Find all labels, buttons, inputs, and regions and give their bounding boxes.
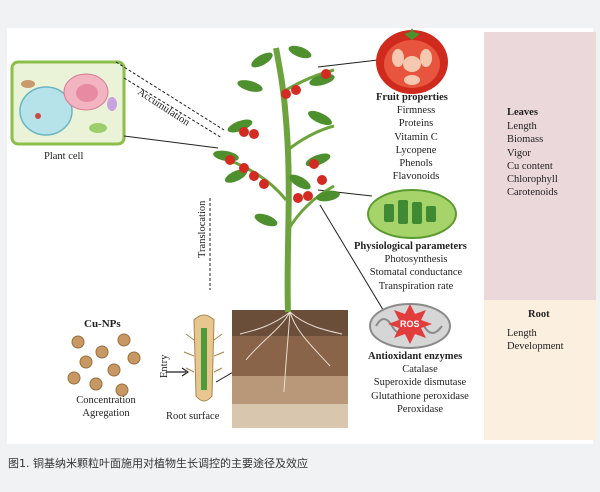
- fruit-properties-list: Firmness Proteins Vitamin C Lycopene Phe…: [376, 104, 456, 184]
- antioxidant-enzyme-item: Peroxidase: [396, 403, 444, 415]
- antioxidant-enzymes-list: Catalase Superoxide dismutase Glutathion…: [358, 363, 482, 416]
- leader-lines: [115, 59, 389, 383]
- physiological-parameters-list: Photosynthesis Stomatal conductance Tran…: [352, 253, 480, 293]
- mitochondrion-icon: [369, 303, 451, 349]
- ros-burst-icon: [388, 304, 432, 344]
- chloroplast-icon: [367, 189, 457, 239]
- ros-badge: ROS: [400, 319, 420, 329]
- root-surface-label: Root surface: [166, 411, 220, 422]
- antioxidant-enzyme-item: Glutathione peroxidase: [371, 390, 469, 402]
- leaves-panel: [484, 32, 596, 300]
- leaves-item: Chlorophyll: [507, 174, 558, 186]
- cu-nps-line: Agregation: [82, 408, 130, 420]
- antioxidant-enzyme-item: Superoxide dismutase: [373, 377, 467, 389]
- tomato-slice-icon: [376, 28, 448, 94]
- leaves-item: Biomass: [507, 134, 544, 146]
- figure-caption: 图1. 铜基纳米颗粒叶面施用对植物生长调控的主要途径及效应: [8, 457, 308, 470]
- antioxidant-enzymes-title: Antioxidant enzymes: [368, 351, 463, 362]
- tomato-plant: [213, 45, 340, 313]
- physiological-parameter-item: Photosynthesis: [384, 254, 448, 265]
- plant-cell-illustration: [10, 60, 126, 146]
- fruit-properties-title: Fruit properties: [376, 92, 448, 103]
- root-panel: [484, 300, 596, 440]
- physiological-parameter-item: Transpiration rate: [378, 280, 454, 292]
- fruit-property-item: Firmness: [396, 105, 436, 116]
- root-item: Length: [507, 328, 537, 339]
- leaves-list: Length Biomass Vigor Cu content Chloroph…: [507, 120, 558, 200]
- fruit-property-item: Vitamin C: [394, 131, 438, 143]
- cu-nps-title: Cu-NPs: [84, 318, 121, 330]
- plant-cell-label: Plant cell: [44, 151, 84, 162]
- leaves-item: Cu content: [507, 160, 553, 172]
- root-item: Development: [507, 341, 564, 353]
- cu-nanoparticles-icon: [67, 333, 141, 397]
- leaves-item: Vigor: [507, 147, 531, 159]
- antioxidant-enzyme-item: Catalase: [402, 364, 438, 375]
- cu-nps-line: Concentration: [76, 395, 136, 406]
- fruit-property-item: Flavonoids: [392, 171, 440, 183]
- physiological-parameters-title: Physiological parameters: [354, 241, 467, 252]
- soil-illustration: [232, 310, 348, 428]
- leaves-item: Carotenoids: [507, 187, 558, 199]
- physiological-parameter-item: Stomatal conductance: [369, 267, 463, 279]
- fruit-property-item: Lycopene: [395, 144, 437, 156]
- root-list: Length Development: [507, 327, 564, 354]
- leaves-item: Length: [507, 121, 537, 132]
- translocation-label: Translocation: [197, 200, 208, 258]
- root-title: Root: [528, 309, 550, 320]
- leaves-title: Leaves: [507, 107, 538, 118]
- fruit-property-item: Phenols: [399, 158, 433, 170]
- cu-nps-lines: Concentration Agregation: [64, 394, 148, 421]
- fruit-property-item: Proteins: [398, 118, 434, 130]
- root-closeup-illustration: [166, 314, 225, 402]
- entry-label: Entry: [159, 354, 170, 378]
